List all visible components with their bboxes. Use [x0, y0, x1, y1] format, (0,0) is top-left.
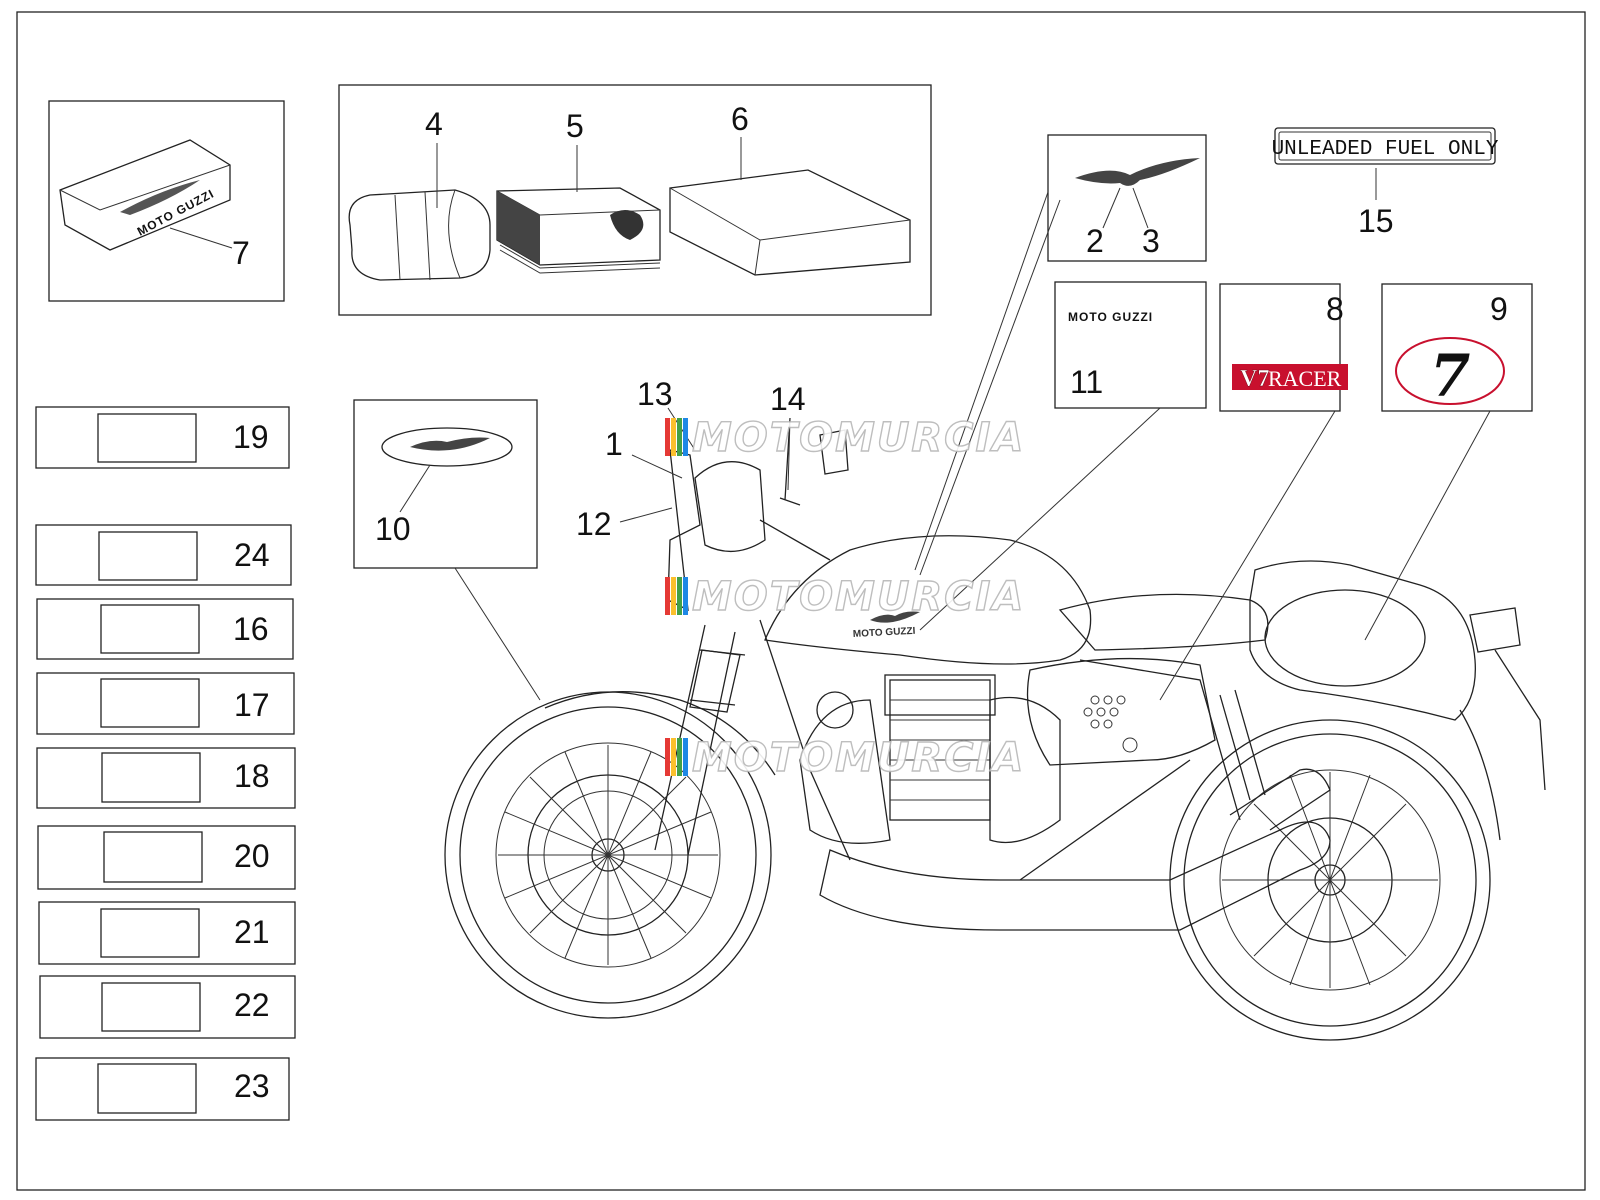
tail-number-oval	[1264, 589, 1426, 687]
plate-21-number: 21	[234, 914, 270, 950]
moto-guzzi-decal-panel: MOTO GUZZI 11	[1054, 281, 1207, 409]
exhaust	[819, 821, 1331, 931]
fuel-plate: UNLEADED FUEL ONLY 15	[1272, 127, 1499, 239]
plate-23: 23	[35, 1057, 290, 1121]
moto-guzzi-eagle-icon	[410, 437, 490, 451]
document-pouch-icon	[59, 139, 231, 251]
racer-decal-text: RACER	[1268, 366, 1342, 391]
watermark-1: MOTOMURCIA	[665, 414, 1025, 462]
watermark-text-2: MOTOMURCIA	[692, 574, 1025, 620]
number-decal-panel: 9 7	[1381, 283, 1533, 412]
number-decal-text: 7	[1430, 342, 1470, 410]
headlight	[694, 461, 766, 553]
leader-lines	[619, 191, 1491, 701]
plate-16: 16	[36, 598, 294, 660]
plate-22-number: 22	[234, 987, 270, 1023]
racer-decal-panel: 8 V7 RACER	[1219, 283, 1348, 412]
document-holder-panel: MOTO GUZZI 7	[48, 100, 285, 302]
watermark-text-1: MOTOMURCIA	[692, 415, 1025, 461]
callout-11: 11	[1070, 364, 1103, 400]
moto-guzzi-eagle-icon	[870, 611, 920, 623]
callout-9: 9	[1490, 291, 1508, 327]
callout-10: 10	[375, 511, 411, 547]
callout-5: 5	[566, 108, 584, 144]
plate-17: 17	[36, 672, 295, 735]
seat	[1058, 593, 1269, 651]
moto-guzzi-eagle-icon	[1075, 158, 1200, 186]
frame	[759, 619, 1241, 881]
front-fender	[544, 691, 776, 776]
tool-roll-icon	[348, 189, 491, 281]
fuel-tank	[764, 535, 1092, 665]
motorcycle-drawing: MOTO GUZZI	[444, 417, 1546, 1041]
callout-13: 13	[637, 376, 673, 412]
watermark-2: MOTOMURCIA	[665, 573, 1025, 621]
plate-18: 18	[36, 747, 296, 809]
plate-24: 24	[35, 524, 292, 586]
mirror	[819, 429, 849, 475]
plate-23-number: 23	[234, 1068, 270, 1104]
eagle-badge-panel: 2 3	[1047, 134, 1207, 262]
callout-3: 3	[1142, 223, 1160, 259]
callout-2: 2	[1086, 223, 1104, 259]
callout-6: 6	[731, 101, 749, 137]
front-fork	[654, 624, 746, 856]
tank-brand-text: MOTO GUZZI	[853, 626, 916, 640]
fuel-plate-text: UNLEADED FUEL ONLY	[1272, 138, 1499, 161]
side-panel	[1026, 657, 1216, 766]
callout-15: 15	[1358, 203, 1394, 239]
watermark-3: MOTOMURCIA	[665, 734, 1025, 782]
engine	[799, 674, 1061, 844]
plate-19-number: 19	[233, 419, 269, 455]
plate-20-number: 20	[234, 838, 270, 874]
plate-19: 19	[35, 406, 290, 469]
owner-manual-icon	[496, 187, 661, 274]
tank-badge-panel: 10	[353, 399, 541, 701]
callout-14: 14	[770, 381, 806, 417]
plate-16-number: 16	[233, 611, 269, 647]
plate-20: 20	[37, 825, 296, 890]
callout-4: 4	[425, 106, 443, 142]
tail-light	[1469, 607, 1521, 653]
document-pouch-icon	[669, 169, 911, 276]
callout-12: 12	[576, 506, 612, 542]
plate-22: 22	[39, 975, 296, 1039]
plate-24-number: 24	[234, 537, 270, 573]
plate-18-number: 18	[234, 758, 270, 794]
owner-kit-panel: 4 5 6	[338, 84, 932, 316]
callout-1: 1	[605, 426, 623, 462]
plate-17-number: 17	[234, 687, 270, 723]
rear-shock	[1219, 689, 1266, 801]
watermark-text-3: MOTOMURCIA	[692, 735, 1025, 781]
racer-v7-text: V7	[1240, 366, 1269, 392]
callout-7: 7	[232, 235, 250, 271]
moto-guzzi-decal-text: MOTO GUZZI	[1068, 310, 1153, 324]
tail-cowl	[1249, 560, 1476, 721]
callout-8: 8	[1326, 291, 1344, 327]
plate-21: 21	[38, 901, 296, 965]
